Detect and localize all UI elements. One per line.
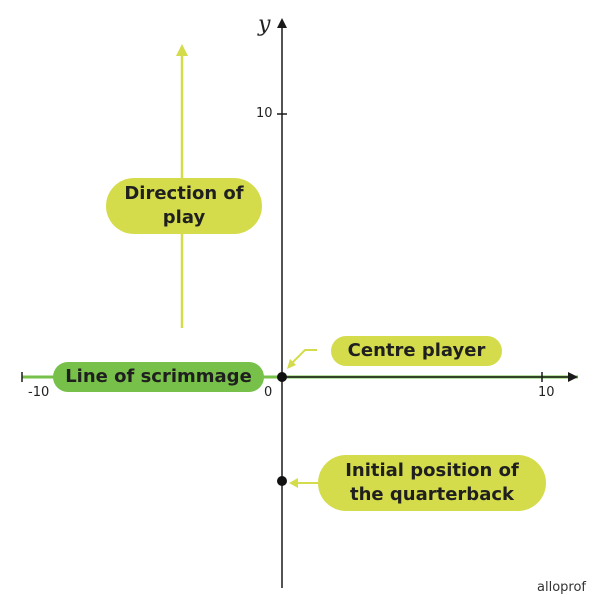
y-tick-label-10: 10	[256, 106, 273, 121]
points-layer	[277, 372, 287, 486]
quarterback-point	[277, 476, 287, 486]
x-tick-label-neg-10: -10	[28, 385, 50, 400]
x-tick-label-0: 0	[264, 385, 273, 400]
centre-pill-bg	[331, 336, 502, 366]
y-axis-label: y	[258, 12, 271, 37]
quarterback-pointer-head	[289, 478, 298, 488]
quarterback-label: Initial position of the quarterback	[345, 460, 519, 505]
line-of-scrimmage-label: Line of scrimmage	[65, 366, 252, 387]
alloprof-logo: alloprof	[537, 580, 586, 595]
centre-pointer-head	[287, 359, 296, 369]
y-axis-arrow	[277, 18, 287, 28]
quarterback-pill-bg	[318, 455, 546, 511]
x-axis-arrow	[568, 372, 578, 382]
x-tick-label-10: 10	[538, 385, 555, 400]
scrimmage-pill-bg	[53, 362, 264, 392]
centre-player-point	[277, 372, 287, 382]
centre-player-label: Centre player	[347, 340, 486, 361]
centre-pointer	[290, 349, 317, 365]
direction-arrow-head	[176, 44, 188, 56]
direction-pill-bg	[106, 178, 262, 234]
direction-of-play-label: Direction of play	[124, 183, 244, 228]
